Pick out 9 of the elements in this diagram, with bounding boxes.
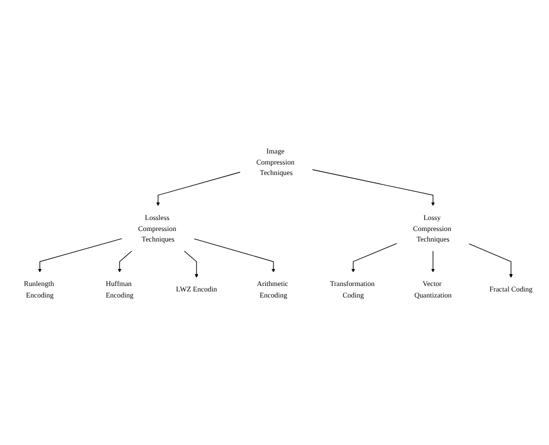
arrow (184, 250, 198, 278)
arrow (351, 242, 398, 272)
arrow (468, 242, 513, 278)
arrow (156, 171, 241, 206)
arrow (38, 238, 122, 272)
arrow (431, 250, 435, 272)
arrow (312, 168, 435, 206)
arrow (194, 238, 276, 272)
arrow (118, 250, 132, 272)
